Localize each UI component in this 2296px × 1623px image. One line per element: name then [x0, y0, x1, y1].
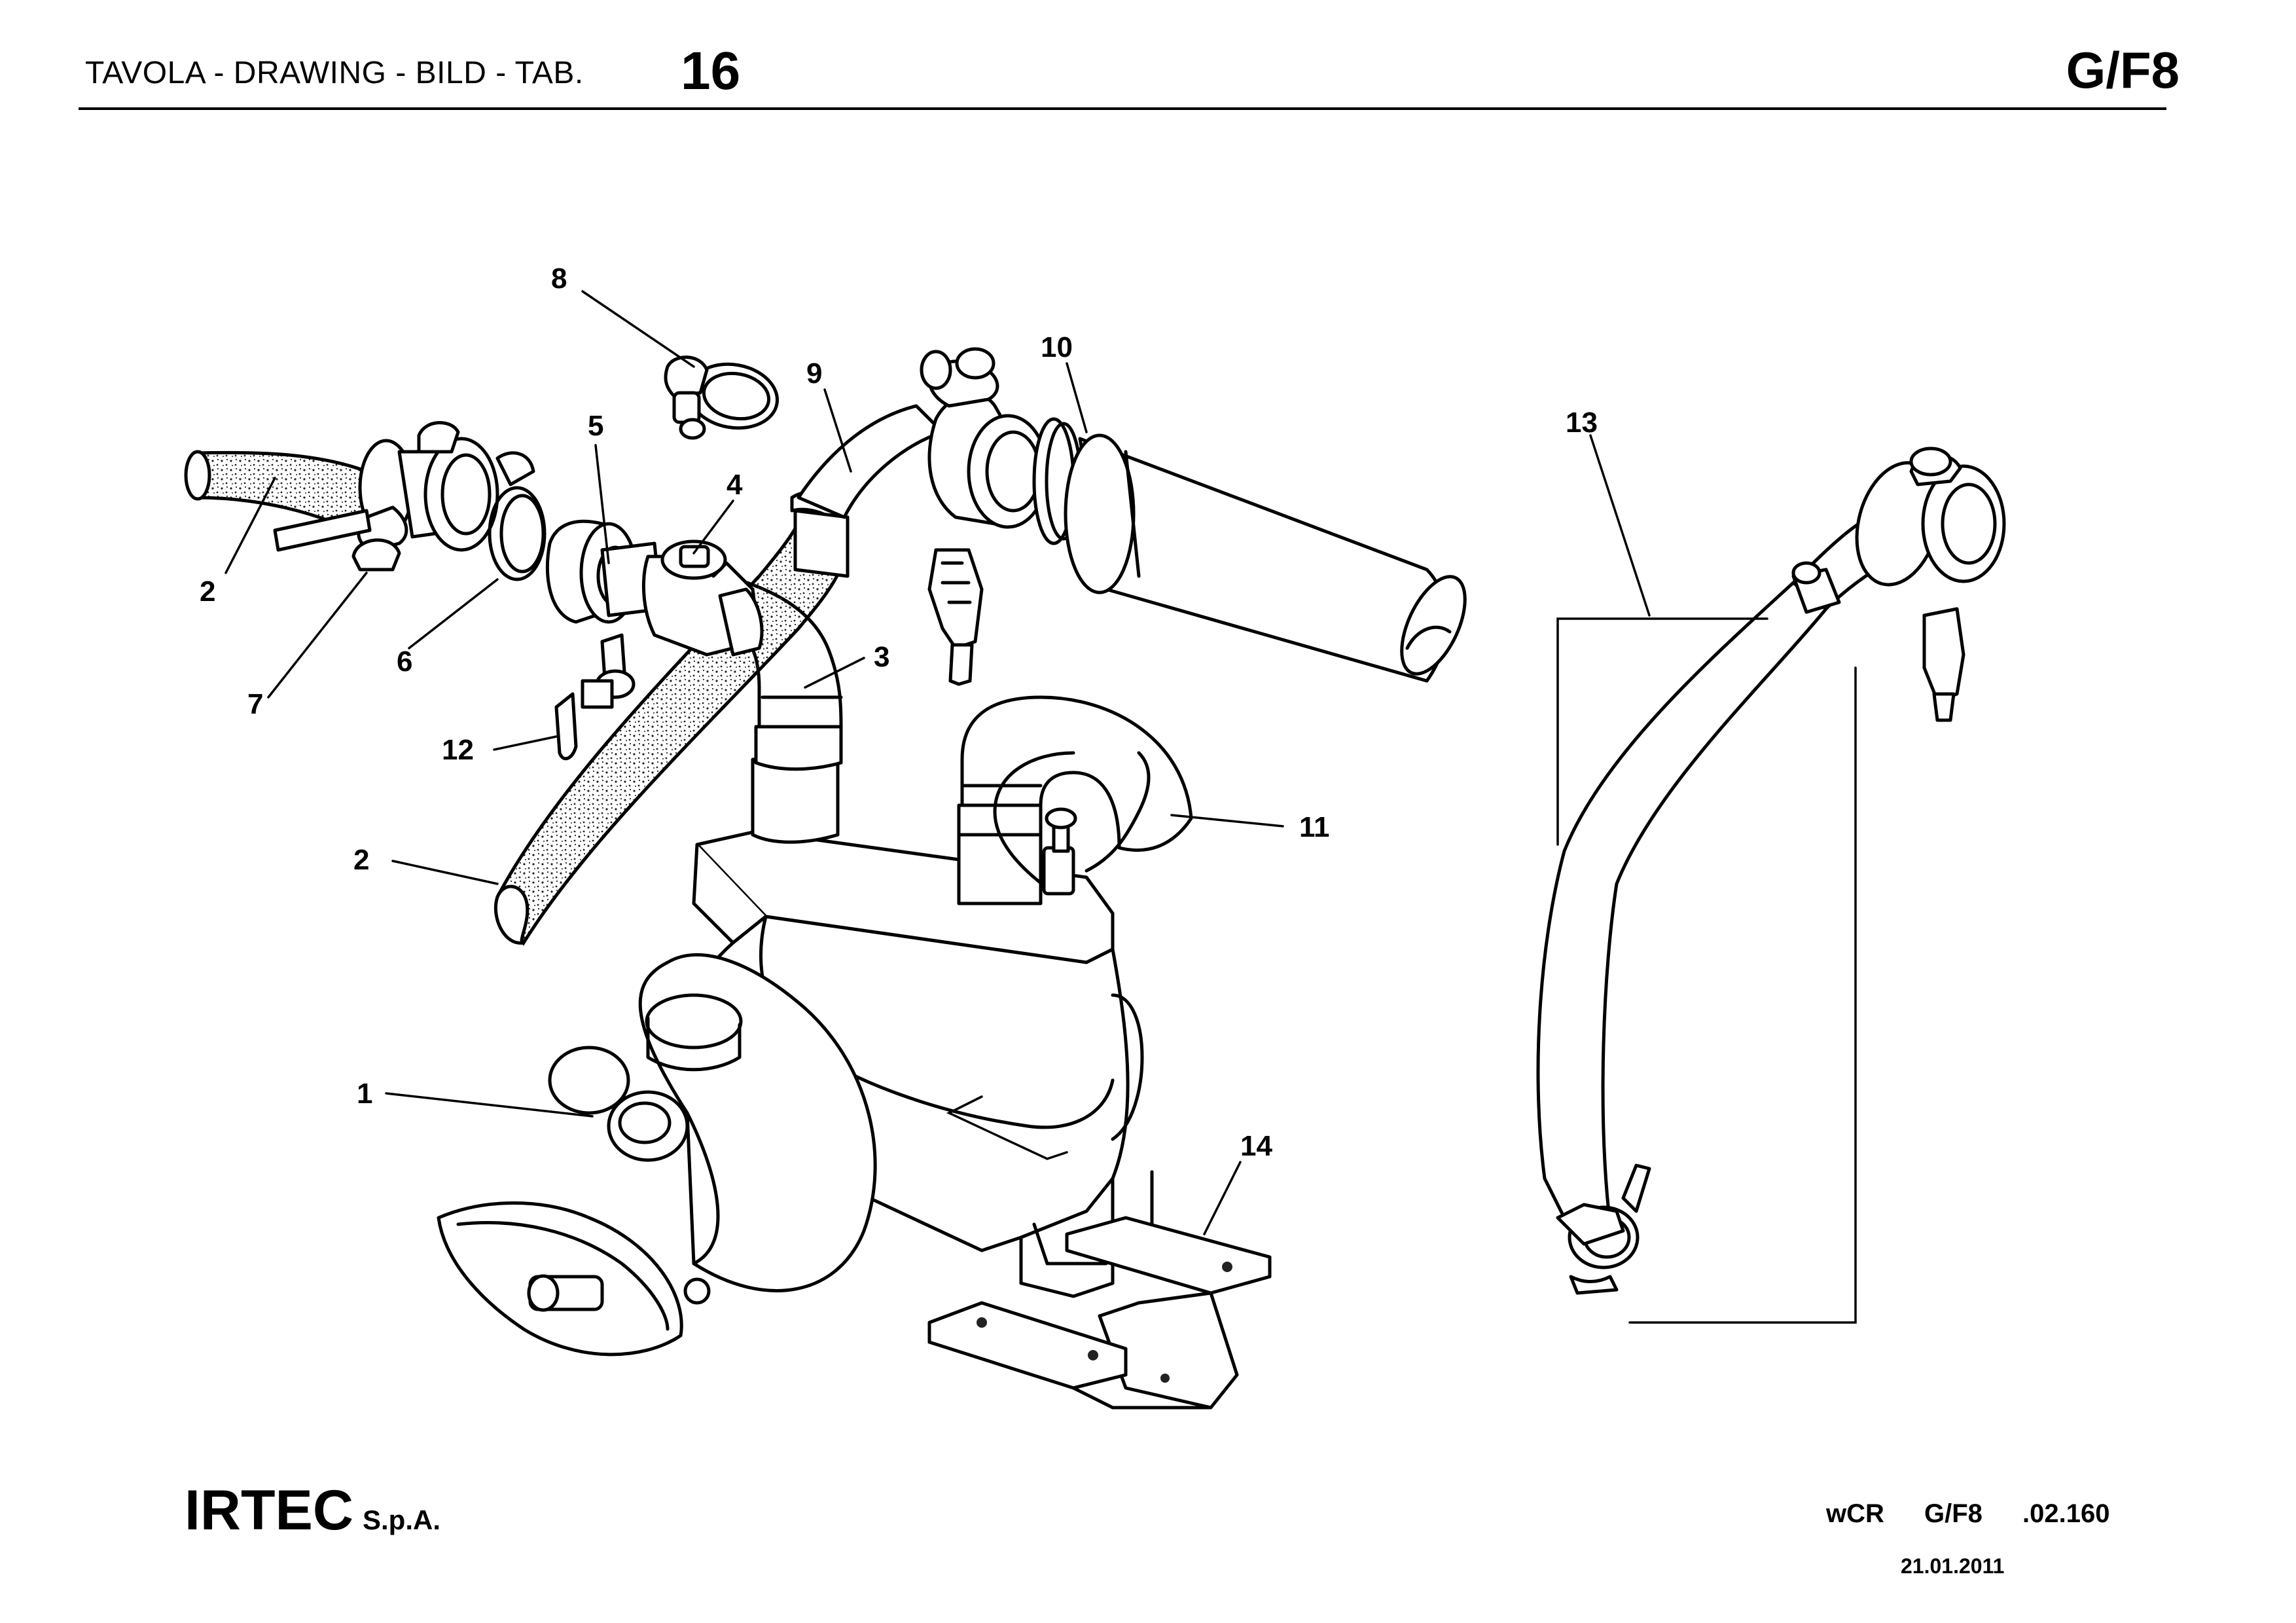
header-title: TAVOLA - DRAWING - BILD - TAB. [85, 56, 584, 90]
breather-tube [993, 751, 1075, 892]
header-rule [79, 107, 2166, 110]
callout-1: 1 [357, 1078, 372, 1110]
doc-ref-part-2: G/F8 [1924, 1499, 1982, 1528]
bracket-line-13-left [1556, 617, 1768, 846]
callout-14: 14 [1240, 1130, 1272, 1162]
callout-3: 3 [874, 641, 889, 673]
coupling-7 [273, 421, 535, 572]
callout-labels: 1 2 2 3 4 5 6 7 8 9 10 11 12 13 14 [200, 263, 1598, 1162]
hose-clamp-8 [664, 356, 779, 440]
callout-12: 12 [442, 734, 474, 766]
callout-6: 6 [397, 646, 412, 678]
suction-pipe [1064, 433, 1467, 683]
callout-9: 9 [806, 357, 822, 390]
drain-valve-12 [554, 679, 614, 761]
callout-13: 13 [1566, 407, 1598, 439]
callout-10: 10 [1041, 331, 1073, 363]
callout-2-lower: 2 [353, 844, 369, 876]
table-number: 16 [681, 41, 741, 101]
callout-11: 11 [1299, 811, 1330, 843]
tee-valve-4 [595, 539, 764, 699]
mounting-bracket-14 [927, 1216, 1272, 1410]
callout-8: 8 [551, 263, 567, 295]
group-code: G/F8 [2066, 41, 2179, 99]
callout-2-upper: 2 [200, 575, 215, 608]
document-date: 21.01.2011 [1901, 1554, 2005, 1578]
document-reference: wCR G/F8 .02.160 [1826, 1499, 2109, 1529]
hose-assembly-13 [1536, 447, 2006, 1295]
company-label: IRTEC [185, 1479, 353, 1542]
hose-upper [797, 404, 944, 519]
callout-4: 4 [726, 469, 743, 501]
pump-body [437, 830, 1154, 1357]
callout-7: 7 [247, 688, 263, 720]
company-suffix: S.p.A. [363, 1504, 441, 1535]
doc-ref-part-1: wCR [1826, 1499, 1884, 1528]
doc-ref-part-3: .02.160 [2022, 1499, 2110, 1528]
leader-lines [224, 290, 1651, 1235]
gasket-6 [488, 486, 547, 581]
company-name: IRTEC S.p.A. [185, 1478, 440, 1543]
coupling-10 [920, 347, 1083, 686]
bracket-line-13-right [1628, 666, 1857, 1324]
callout-5: 5 [588, 410, 603, 442]
